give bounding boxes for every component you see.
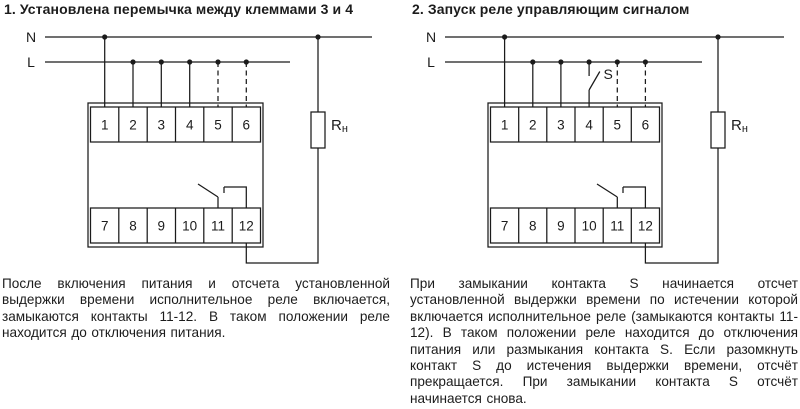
junction-dot [502,34,508,40]
terminal-9-label: 9 [158,219,166,234]
junction-dot [558,59,564,65]
load-label: Rн [731,117,748,135]
bottom-terminal-dividers [518,208,632,243]
terminal-3-label: 3 [158,118,166,133]
terminal-4-label: 4 [585,118,593,133]
junction-dot [102,34,108,40]
power-lines: N L [426,29,784,70]
junction-dots [502,34,721,65]
diagram-1-schematic: N L 1 2 3 4 5 6 7 8 9 10 11 12 [26,29,372,264]
device-outline [87,102,264,248]
junction-dots [102,34,321,65]
terminal-7-label: 7 [101,219,109,234]
terminal-10-label: 10 [582,219,597,234]
terminal-3-label: 3 [557,118,565,133]
load-resistor [310,111,326,149]
switch-symbol [588,62,601,107]
terminal-12-label: 12 [638,219,653,234]
diagram-2-description: При замыкании контакта S начинается отсч… [410,276,798,406]
terminal-8-label: 8 [529,219,537,234]
load-label: Rн [331,117,348,135]
terminal-1-label: 1 [101,118,109,133]
junction-dot [243,59,249,65]
device-outline [487,102,663,248]
solid-feed-wires [104,37,191,107]
terminal-1-label: 1 [501,118,509,133]
terminal-4-label: 4 [186,118,194,133]
phase-label: L [427,54,435,70]
terminal-7-label: 7 [501,219,509,234]
junction-dot [130,59,136,65]
load-circuit: Rн [245,37,348,264]
junction-dot [715,34,721,40]
control-switch: S [588,62,613,107]
terminal-feed-wires [503,37,647,107]
terminal-5-label: 5 [614,118,622,133]
junction-dot [614,59,620,65]
terminal-11-label: 11 [610,219,624,234]
relay-contact-symbol [596,183,647,208]
diagram-1-title: 1. Установлена перемычка между клеммами … [4,1,354,17]
phase-label: L [27,54,35,70]
load-circuit: Rн [644,37,748,264]
junction-dot [158,59,164,65]
diagram-1-description: После включения питания и отсчета устано… [2,276,390,341]
terminal-11-label: 11 [211,219,225,234]
top-terminal-dividers [518,107,632,142]
junction-dot [586,59,592,65]
terminal-5-label: 5 [214,118,222,133]
diagram-2-schematic: N L S 1 2 3 4 5 6 7 8 9 [426,29,784,264]
load-resistor [710,111,726,149]
solid-feed-wires [503,37,562,107]
junction-dot [642,59,648,65]
switch-label: S [604,66,613,82]
terminal-8-label: 8 [129,219,137,234]
junction-dot [187,59,193,65]
terminal-2-label: 2 [129,118,137,133]
terminal-6-label: 6 [642,118,650,133]
junction-dot [215,59,221,65]
junction-dot [315,34,321,40]
neutral-label: N [26,29,36,45]
bottom-terminal-dividers [118,208,233,243]
terminal-10-label: 10 [182,219,197,234]
terminal-feed-wires [104,37,247,107]
power-lines: N L [26,29,372,70]
dashed-feed-wires [217,62,247,107]
junction-dot [530,59,536,65]
diagram-2-title: 2. Запуск реле управляющим сигналом [412,1,690,17]
load-wire [245,37,319,264]
relay-contact-symbol [197,183,247,208]
device-body: 1 2 3 4 5 6 7 8 9 10 11 12 [487,102,663,248]
terminal-12-label: 12 [239,219,254,234]
terminal-2-label: 2 [529,118,537,133]
device-body: 1 2 3 4 5 6 7 8 9 10 11 12 [87,102,264,248]
neutral-label: N [426,29,436,45]
terminal-6-label: 6 [243,118,251,133]
terminal-9-label: 9 [557,219,565,234]
dashed-feed-wires [616,62,647,107]
top-terminal-dividers [118,107,233,142]
load-wire [644,37,719,264]
